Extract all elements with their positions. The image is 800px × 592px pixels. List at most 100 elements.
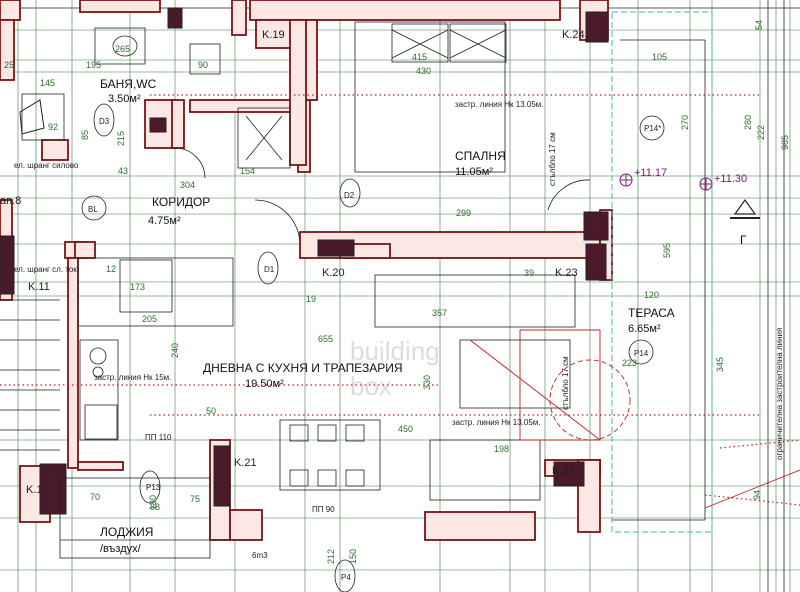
loggia-sub: /въздух/	[100, 543, 142, 555]
dim-357: 357	[432, 308, 447, 318]
column-labels: K.19 K.24 K.20 K.23 K.21 K.22 K.11 K.10	[26, 29, 585, 496]
door-labels: D1 D2 D3 BL	[88, 117, 355, 274]
column-label-k19: K.19	[262, 29, 285, 41]
dim-215: 215	[116, 131, 126, 146]
site-boundary	[767, 0, 785, 592]
dim-92: 92	[48, 122, 58, 132]
note-pp-bottom: ПП 90	[312, 505, 335, 514]
door-bl: BL	[88, 205, 98, 214]
column-label-k24: K.24	[562, 29, 585, 41]
dim-330: 330	[422, 375, 432, 390]
dim-50: 50	[206, 406, 216, 416]
dim-415: 415	[412, 52, 427, 62]
dim-130: 130	[148, 495, 158, 510]
window-p13: P13	[146, 483, 161, 492]
dim-120: 120	[644, 290, 659, 300]
door-swings	[174, 147, 631, 441]
note-line-top: застр. линия Нк 13.05м.	[455, 100, 544, 109]
dim-430: 430	[416, 66, 431, 76]
dim-88: 88	[150, 502, 160, 512]
elevation-labels: +11.17 +11.30	[634, 167, 747, 185]
dim-985: 985	[780, 135, 790, 150]
note-line-bottom: застр. линия Нк 13.05м.	[452, 418, 541, 427]
loggia-name: ЛОДЖИЯ	[100, 525, 153, 539]
bedroom-area: 11.05м²	[455, 166, 493, 178]
column-label-k10: K.10	[26, 484, 49, 496]
dim-655: 655	[318, 334, 333, 344]
note-pp-top: ПП 110	[145, 433, 172, 442]
dim-223: 223	[622, 358, 637, 368]
note-apt-ref: ап.8	[0, 195, 21, 207]
dim-345: 345	[715, 357, 725, 372]
note-shtrang1: ел. шранг силово	[14, 161, 79, 170]
dimensions: 265 145 195 25 90 415 430 105 54 222 85 …	[4, 20, 790, 564]
column-label-k11: K.11	[28, 281, 50, 293]
dim-43: 43	[118, 166, 128, 176]
dim-304: 304	[180, 180, 195, 190]
elevation-2: +11.30	[714, 173, 747, 185]
dim-154: 154	[240, 166, 255, 176]
dim-105: 105	[652, 52, 667, 62]
notes: застр. линия Нк 13.05м. застр. линия Нк …	[0, 100, 784, 560]
corridor-area: 4.75м²	[148, 215, 181, 227]
note-line-mid: застр. линия Нк 15м.	[94, 373, 171, 382]
note-ramp-top: стълбло 17 см	[548, 132, 557, 186]
watermark-line1: building	[350, 336, 440, 366]
bath-area: 3.50м²	[108, 93, 141, 105]
dim-173: 173	[130, 282, 145, 292]
room-labels: БАНЯ,WC 3.50м² КОРИДОР 4.75м² СПАЛНЯ 11.…	[100, 77, 675, 555]
note-ramp-mid: стълбло 17 см	[561, 356, 570, 410]
furniture	[0, 11, 713, 559]
dim-265: 265	[115, 44, 130, 54]
section-marker: Г	[730, 198, 760, 247]
dim-280: 280	[743, 115, 753, 130]
elevation-1: +11.17	[634, 167, 667, 179]
window-p14star: P14*	[644, 124, 661, 133]
bedroom-name: СПАЛНЯ	[455, 149, 506, 163]
door-d1: D1	[264, 265, 275, 274]
tag-circles	[19, 99, 665, 592]
elevation-markers	[619, 173, 713, 191]
living-area: 19.50м²	[245, 378, 284, 390]
window-p4: P4	[341, 573, 351, 582]
note-m3: 6m3	[252, 551, 268, 560]
dim-205: 205	[142, 314, 157, 324]
dim-195: 195	[86, 60, 101, 70]
dim-595: 595	[662, 243, 672, 258]
dim-198: 198	[494, 444, 509, 454]
bath-name: БАНЯ,WC	[100, 77, 157, 91]
watermark-line2: box	[350, 371, 392, 401]
door-d2: D2	[344, 191, 355, 200]
dim-212: 212	[326, 549, 336, 564]
dim-299: 299	[456, 208, 471, 218]
dim-19: 19	[306, 294, 316, 304]
note-shtrang2: ел. шранг сл. ток	[14, 265, 77, 274]
note-boundary: ограничителна застроителна линия	[775, 328, 784, 460]
dim-12: 12	[106, 264, 116, 274]
watermark: building box	[350, 336, 440, 401]
dim-270: 270	[680, 115, 690, 130]
dim-25: 25	[4, 60, 14, 70]
dim-240: 240	[170, 343, 180, 358]
column-label-k23: K.23	[555, 267, 578, 279]
dim-54: 54	[754, 20, 764, 30]
window-labels: P14* P14 P13 P4	[146, 124, 661, 582]
dim-94: 94	[752, 490, 762, 500]
column-label-k20: K.20	[322, 267, 345, 279]
dim-222: 222	[756, 125, 766, 140]
dim-90: 90	[198, 60, 208, 70]
dim-150: 150	[348, 549, 358, 564]
terrace-name: ТЕРАСА	[628, 306, 675, 320]
walls	[0, 0, 613, 541]
dim-85: 85	[80, 130, 90, 140]
corridor-name: КОРИДОР	[152, 195, 210, 209]
dim-145: 145	[40, 78, 55, 88]
terrace-area: 6.65м²	[628, 323, 661, 335]
window-p14: P14	[634, 349, 649, 358]
columns	[0, 7, 609, 515]
door-d3: D3	[99, 117, 110, 126]
column-label-k21: K.21	[234, 457, 257, 469]
dim-39: 39	[524, 268, 534, 278]
